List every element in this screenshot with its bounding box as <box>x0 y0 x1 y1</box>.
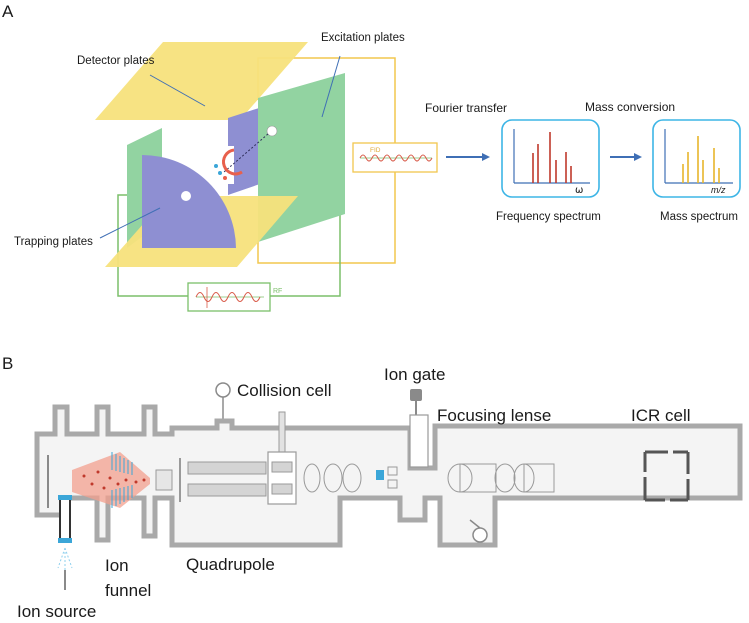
excitation-plates-label: Excitation plates <box>321 32 405 44</box>
ion-dot-3 <box>223 176 227 180</box>
icr-cell <box>643 450 690 502</box>
detector-leader <box>149 74 206 107</box>
gauge-bottom <box>472 527 488 543</box>
collision-rod-top <box>271 461 293 473</box>
rf-wire-left <box>117 194 188 297</box>
frequency-spectrum-label: Frequency spectrum <box>496 211 601 223</box>
ion-gate-knob <box>410 389 422 401</box>
collision-rod-bottom <box>271 483 293 495</box>
collision-cell-inlet <box>278 411 286 453</box>
mass-arrow-head <box>634 153 642 161</box>
focus-lens-body-1 <box>459 463 497 493</box>
transfer-lens-3 <box>342 463 362 493</box>
deflector-bottom <box>387 479 398 489</box>
deflector-top <box>387 466 398 476</box>
fourier-transfer-label: Fourier transfer <box>425 101 507 115</box>
excitation-leader <box>321 55 341 118</box>
rf-label: RF <box>273 288 282 295</box>
ion-source-cap-top <box>58 495 72 500</box>
trapping-hole-back <box>266 125 278 137</box>
ion-source-label: Ion source <box>17 602 96 621</box>
quadrupole-label: Quadrupole <box>186 555 275 574</box>
fid-wave <box>359 154 433 162</box>
ion-trap-element <box>376 470 384 480</box>
focus-lens-2 <box>494 463 516 493</box>
mass-spectrum-box <box>652 119 741 198</box>
fid-box <box>352 142 438 173</box>
focusing-lense-label: Focusing lense <box>437 406 551 425</box>
ion-funnel-beam <box>72 452 150 508</box>
panel-b-letter: B <box>2 354 13 373</box>
entrance-lens <box>155 469 173 491</box>
ion-particles <box>82 470 146 490</box>
ion-source-cap-bottom <box>58 538 72 543</box>
collision-cell-label: Collision cell <box>237 381 331 400</box>
fid-label: FID <box>370 147 381 154</box>
ion-spray <box>57 547 73 570</box>
quadrupole-rod-bottom <box>187 483 267 497</box>
icr-cell-label: ICR cell <box>631 406 691 425</box>
trapping-plate-front <box>142 155 236 248</box>
quadrupole-rod-top <box>187 461 267 475</box>
vacuum-chamber <box>34 404 743 548</box>
ion-funnel-label-line2: funnel <box>105 581 151 600</box>
ion-path <box>223 133 269 173</box>
ion-gate-housing <box>409 414 429 468</box>
mass-conversion-label: Mass conversion <box>585 100 675 114</box>
ion-funnel-label-line1: Ion <box>105 556 129 575</box>
trapping-leader <box>99 207 161 239</box>
detector-plate-top <box>95 42 308 120</box>
ion-source-capillary <box>59 497 71 541</box>
trapping-plates-label: Trapping plates <box>14 236 93 248</box>
gauge-top <box>215 382 231 398</box>
mass-spectrum-label: Mass spectrum <box>660 211 738 223</box>
transfer-lens-1 <box>303 463 321 493</box>
detector-plates-label: Detector plates <box>77 55 155 67</box>
transfer-lens-2 <box>323 463 343 493</box>
ion-dot-1 <box>214 164 218 168</box>
focus-lens-body-2 <box>523 463 555 493</box>
ion-dot-2 <box>218 171 222 175</box>
fid-wire-bottom <box>257 170 396 264</box>
ion-orbit <box>222 148 243 176</box>
fourier-arrow-head <box>482 153 490 161</box>
trapping-hole-front <box>181 191 191 201</box>
rf-wave <box>195 292 261 302</box>
mass-peaks <box>682 136 720 183</box>
gauge-bottom-stem <box>469 519 481 529</box>
ion-gate-label: Ion gate <box>384 365 445 384</box>
collision-cell-body <box>267 451 297 505</box>
panel-a-letter: A <box>2 2 14 21</box>
mz-axis-label: m/z <box>711 185 726 195</box>
ion-funnel-electrodes <box>111 452 133 508</box>
omega-axis-label: ω <box>575 185 583 196</box>
freq-peaks <box>532 132 572 183</box>
